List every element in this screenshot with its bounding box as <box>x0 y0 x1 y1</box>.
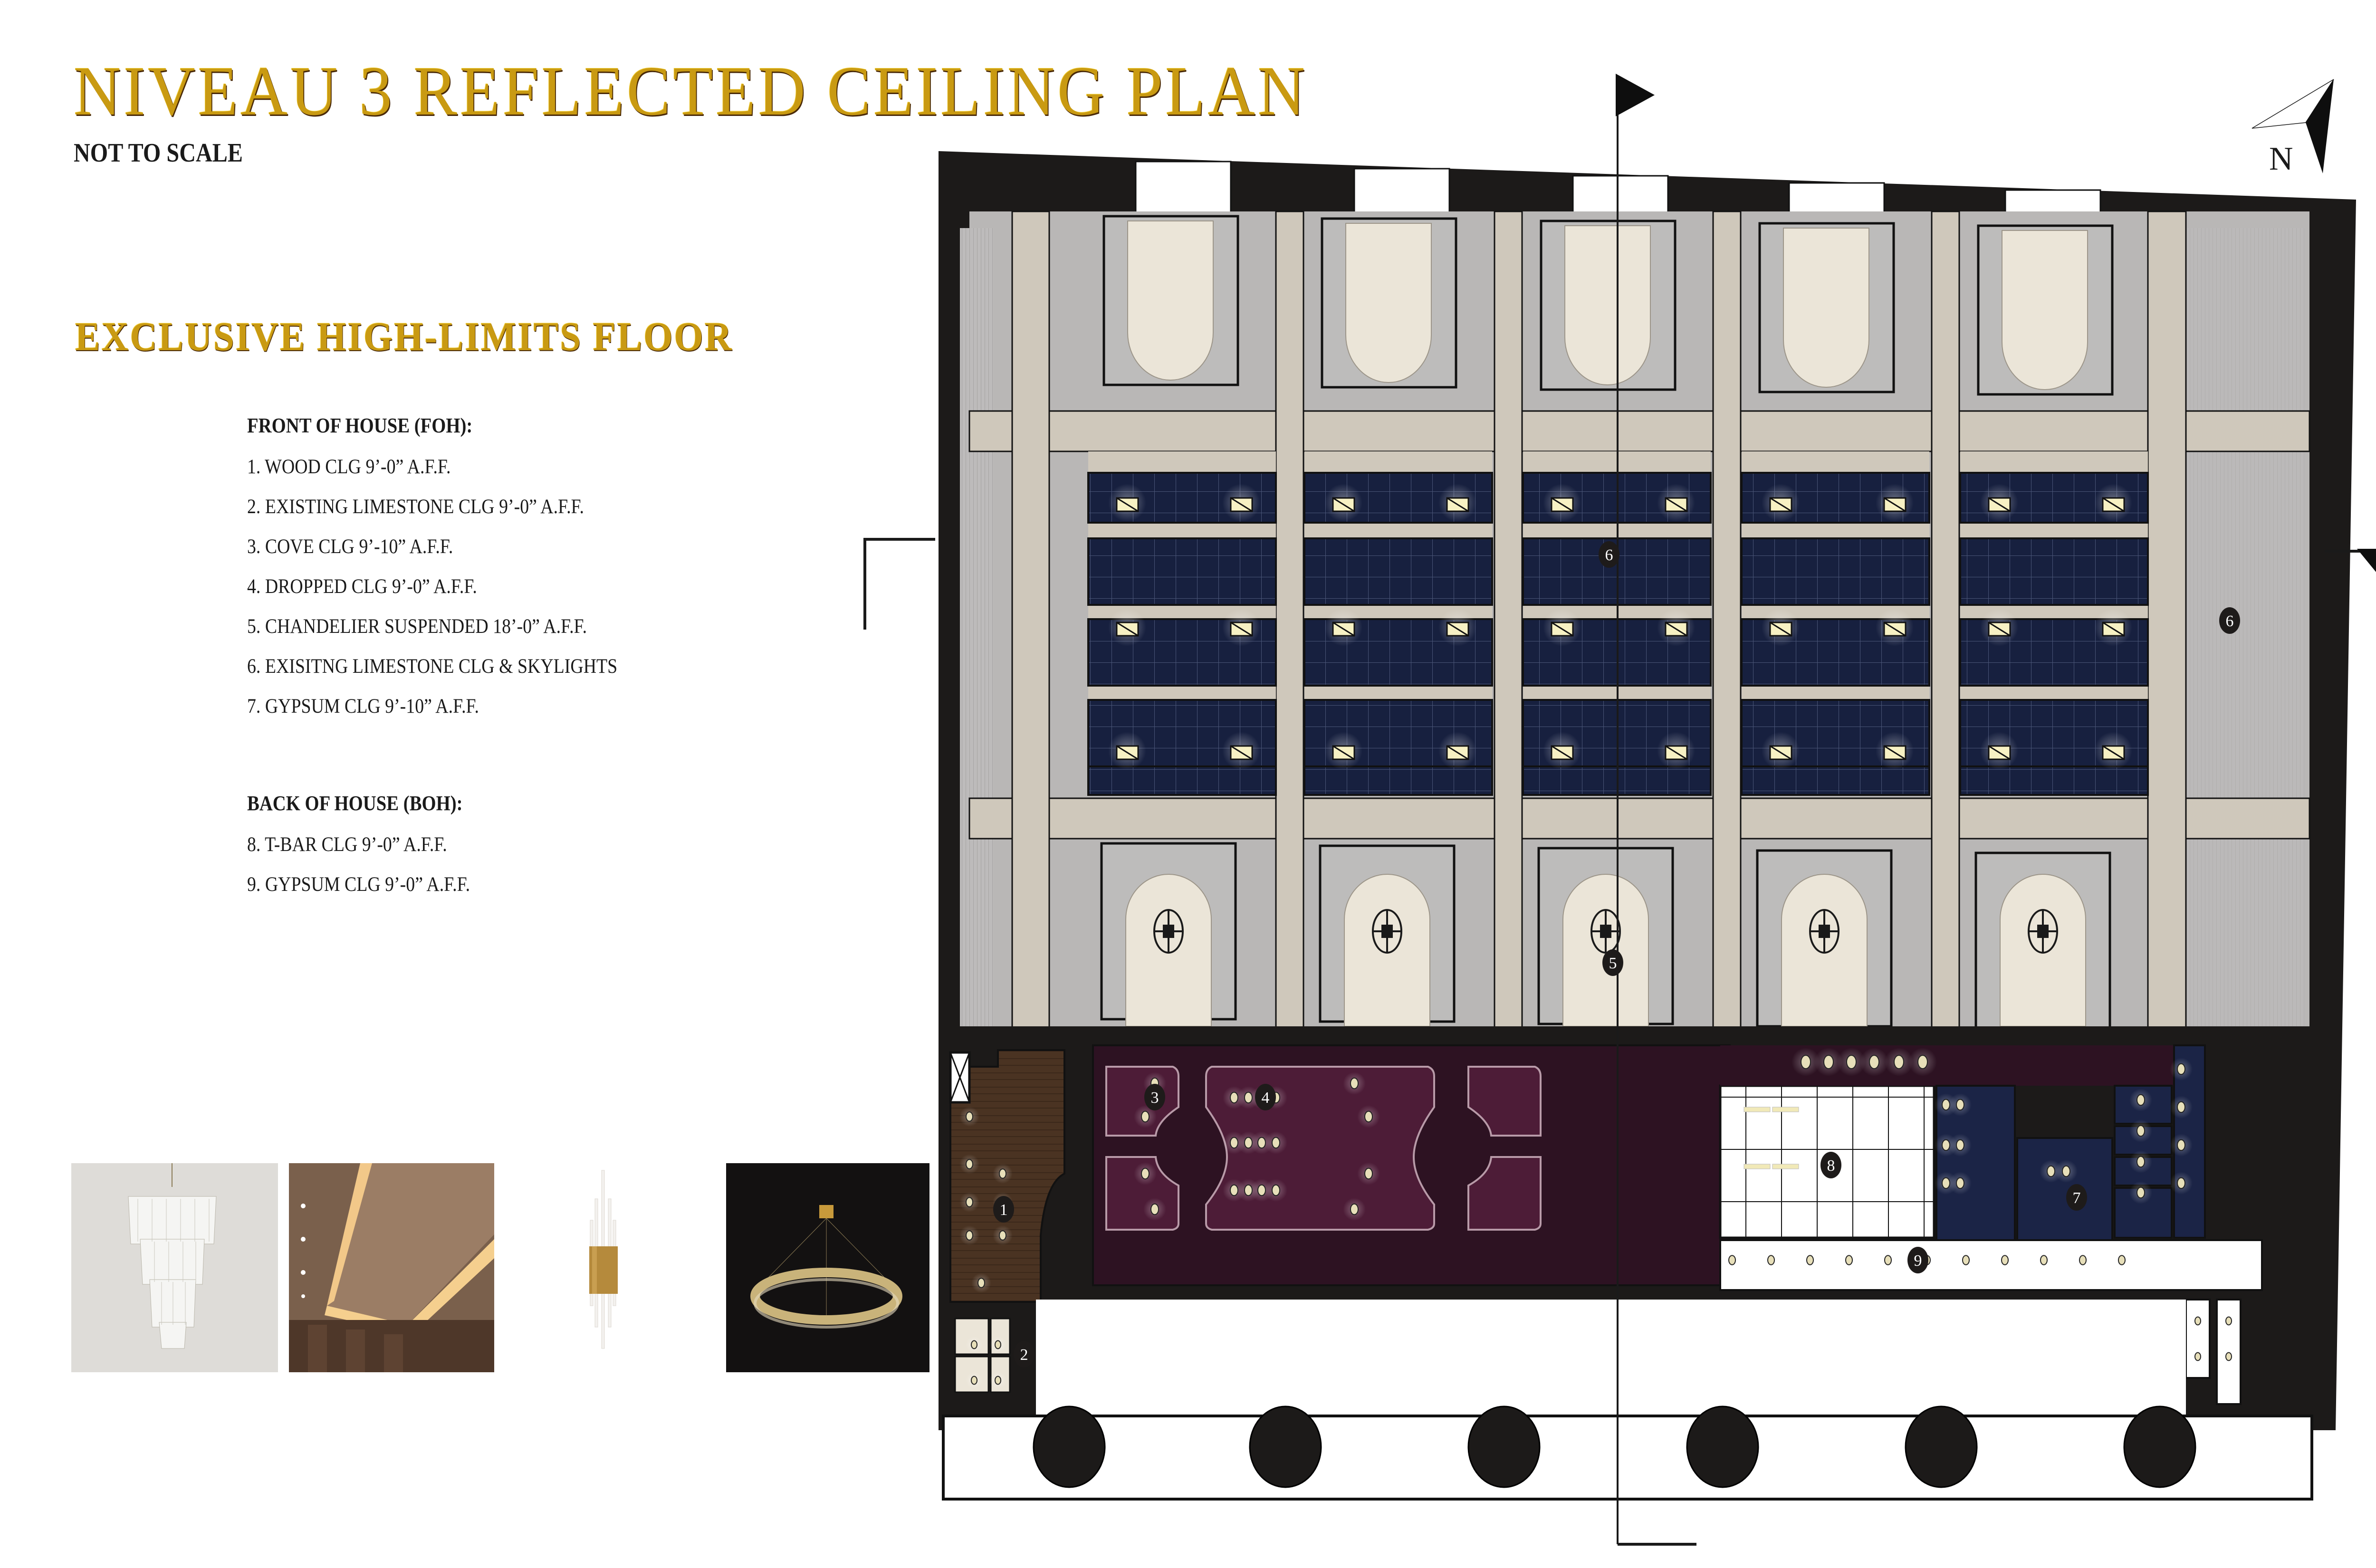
beams-vertical <box>1011 210 2187 1044</box>
brass-wall-sconce-photo <box>561 1163 646 1372</box>
beam-top <box>968 410 2310 452</box>
fluted-column-right <box>2167 228 2305 1036</box>
legend-item-gypsum-clg-boh: 9. GYPSUM CLG 9’-0” A.F.F. <box>247 873 470 896</box>
legend-front-of-house: FRONT OF HOUSE (FOH): 1. WOOD CLG 9’-0” … <box>247 413 668 736</box>
shaft-x-box <box>949 1051 971 1104</box>
exterior-columns <box>1033 1405 2196 1488</box>
svg-text:1: 1 <box>1000 1201 1008 1219</box>
svg-text:9: 9 <box>1914 1252 1922 1270</box>
north-label: N <box>2269 141 2293 177</box>
page-title: NIVEAU 3 REFLECTED CEILING PLAN <box>74 52 1308 130</box>
ring-pendant-chandelier-photo <box>726 1163 929 1372</box>
legend-back-of-house: BACK OF HOUSE (BOH): 8. T-BAR CLG 9’-0” … <box>247 791 500 914</box>
callout-3: 3 <box>1144 1084 1165 1110</box>
section-flag-icon <box>1616 74 1655 116</box>
legend-heading-boh: BACK OF HOUSE (BOH): <box>247 792 463 815</box>
svg-text:6: 6 <box>1605 546 1613 564</box>
section-bracket-left <box>863 538 935 630</box>
svg-text:2: 2 <box>1020 1346 1028 1364</box>
svg-text:7: 7 <box>2073 1189 2081 1207</box>
callout-4: 4 <box>1255 1084 1276 1110</box>
beam-bottom <box>968 797 2310 840</box>
ceiling-type-callouts: 1 2 3 4 5 6 6 7 8 9 <box>993 541 2240 1367</box>
tiered-crystal-chandelier-photo <box>71 1163 278 1372</box>
legend-item-dropped-clg: 4. DROPPED CLG 9’-0” A.F.F. <box>247 575 477 598</box>
fluted-column-left <box>960 228 993 1036</box>
callout-1: 1 <box>993 1196 1014 1223</box>
svg-text:3: 3 <box>1151 1089 1159 1107</box>
legend-item-cove-clg: 3. COVE CLG 9’-10” A.F.F. <box>247 535 453 558</box>
gypsum-ceiling-corridor <box>1719 1239 2263 1291</box>
scale-note: NOT TO SCALE <box>74 138 243 168</box>
skylight-bays <box>1087 451 2149 796</box>
top-arch-coves <box>1127 220 2088 390</box>
legend-item-gypsum-clg-foh: 7. GYPSUM CLG 9’-10” A.F.F. <box>247 695 479 717</box>
exterior-terrace <box>1036 1300 2186 1416</box>
svg-text:6: 6 <box>2226 612 2234 630</box>
chandelier-icon <box>2028 909 2058 954</box>
legend-heading-foh: FRONT OF HOUSE (FOH): <box>247 414 473 437</box>
chandelier-icon <box>1153 909 1184 954</box>
light-fixtures <box>959 1048 2237 1389</box>
legend-item-wood-clg: 1. WOOD CLG 9’-0” A.F.F. <box>247 456 451 478</box>
svg-text:8: 8 <box>1827 1157 1835 1175</box>
callout-8: 8 <box>1820 1152 1841 1178</box>
callout-6: 6 <box>2219 607 2240 634</box>
legend-item-tbar-clg: 8. T-BAR CLG 9’-0” A.F.F. <box>247 833 447 856</box>
cove-lighting-ceiling-photo <box>289 1163 494 1372</box>
interior-wall-band <box>939 1026 2317 1048</box>
callout-7: 7 <box>2066 1184 2087 1211</box>
svg-text:5: 5 <box>1609 955 1617 972</box>
chandelier-icon <box>1809 909 1839 954</box>
chandelier-icon <box>1372 909 1402 954</box>
legend-item-limestone-skylights: 6. EXISITNG LIMESTONE CLG & SKYLIGHTS <box>247 655 618 678</box>
callout-2: 2 <box>1014 1341 1035 1367</box>
terrace-lower-band <box>942 1415 2313 1501</box>
legend-item-existing-limestone-clg: 2. EXISTING LIMESTONE CLG 9’-0” A.F.F. <box>247 496 584 518</box>
callout-9: 9 <box>1907 1247 1928 1273</box>
svg-text:4: 4 <box>1262 1089 1270 1107</box>
section-arrow-right-icon <box>2357 549 2376 572</box>
callout-6: 6 <box>1599 541 1619 568</box>
legend-item-chandelier: 5. CHANDELIER SUSPENDED 18’-0” A.F.F. <box>247 615 587 638</box>
floor-name: EXCLUSIVE HIGH-LIMITS FLOOR <box>75 314 733 359</box>
callout-5: 5 <box>1602 949 1623 976</box>
bottom-arch-coves <box>1125 874 2086 1027</box>
chandelier-icon <box>1590 909 1621 954</box>
section-markers <box>863 74 2376 1546</box>
